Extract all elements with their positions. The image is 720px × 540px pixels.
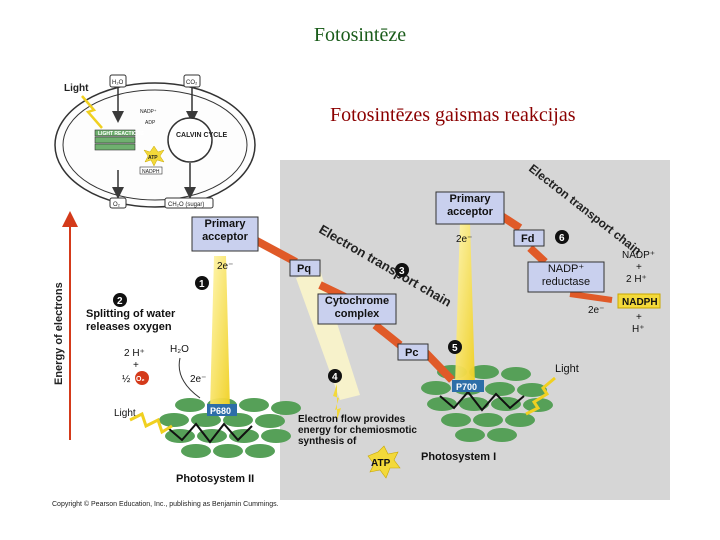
etc2-plus-2: + [636, 312, 642, 323]
fd-label: Fd [521, 233, 534, 245]
etc-arrow-6 [527, 245, 548, 265]
overview-calvin-cycle: CALVIN CYCLE [176, 132, 228, 139]
etc-arrow-3 [372, 321, 403, 349]
overview-o2: O₂ [113, 202, 121, 208]
etc2-h-plus: H⁺ [632, 324, 645, 335]
step-4-badge: 4 [328, 369, 342, 383]
ps2-excitation-beam [210, 256, 230, 410]
cytochrome-label: Cytochrome complex [324, 295, 390, 320]
slide-title: Fotosintēze [313, 24, 407, 46]
ps1-label: Photosystem I [421, 451, 496, 463]
ps2-o2: O₂ [136, 376, 145, 383]
svg-text:2: 2 [117, 296, 123, 307]
overview-light-label: Light [64, 83, 89, 94]
svg-text:6: 6 [559, 233, 565, 244]
ps2-2h: 2 H⁺ [124, 348, 145, 359]
energy-bolt-icon [333, 384, 341, 420]
ps1-primary-acceptor: Primary acceptor [447, 193, 493, 218]
nadp-reductase-label: NADP⁺ reductase [541, 263, 591, 288]
electron-flow-glow [296, 270, 360, 400]
etc2-2e: 2e⁻ [588, 305, 604, 316]
nadph-box [617, 293, 661, 309]
pc-box [397, 343, 429, 361]
p680-label: P680 [210, 406, 231, 416]
step-2-badge: 2 [113, 293, 127, 307]
overview-nadph: NADPH [142, 169, 160, 175]
ps2-light: Light [114, 408, 136, 419]
chloroplast-overview: Light H₂O CO₂ LIGHT REACTIONS CALVIN CYC… [54, 74, 256, 209]
overview-nadp: NADP⁺ [140, 109, 157, 115]
fd-box [513, 229, 545, 247]
ps2-primary-acceptor: Primary acceptor [202, 218, 248, 243]
etc-arrow-1 [253, 236, 298, 266]
cytochrome-box [317, 293, 397, 325]
step-3-badge: 3 [395, 263, 409, 277]
ps2-2e-top: 2e⁻ [217, 261, 233, 272]
atp-burst-icon [367, 445, 401, 479]
overview-light-reactions: LIGHT REACTIONS [98, 131, 144, 137]
step-5-badge: 5 [448, 340, 462, 354]
pq-label: Pq [297, 263, 311, 275]
ps1-primary-acceptor-box [435, 191, 505, 225]
water-arrow [178, 357, 201, 399]
etc-arrow-4 [422, 349, 455, 383]
nadp-reductase-box [527, 261, 605, 293]
ps2-h2o: H₂O [170, 344, 189, 355]
etc2-plus-1: + [636, 262, 642, 273]
etc2-2h: 2 H⁺ [626, 274, 647, 285]
nadp-plus-input: NADP⁺ [622, 250, 655, 261]
ps2-half: ½ [122, 374, 131, 385]
ps2-light-wave [129, 411, 173, 435]
slide-subtitle: Fotosintēzes gaismas reakcijas [330, 104, 576, 126]
pq-box [289, 259, 321, 277]
step-1-badge: 1 [195, 276, 209, 290]
svg-text:5: 5 [452, 343, 458, 354]
atp-note: Electron flow provides energy for chemio… [298, 414, 417, 447]
p680-badge [207, 404, 237, 416]
ps2-plus: + [133, 360, 139, 371]
pc-label: Pc [405, 347, 418, 359]
overview-h2o: H₂O [112, 80, 124, 86]
svg-text:4: 4 [332, 372, 338, 383]
ps2-label: Photosystem II [176, 473, 254, 485]
svg-text:1: 1 [199, 279, 205, 290]
water-splitting-text: Splitting of water releases oxygen [86, 308, 176, 333]
reductase-arrow [569, 291, 613, 303]
ps1-2e: 2e⁻ [456, 234, 472, 245]
ps2-2e: 2e⁻ [190, 374, 206, 385]
step-6-badge: 6 [555, 230, 569, 244]
overview-co2: CO₂ [186, 80, 198, 86]
o2-molecule-icon [135, 371, 149, 385]
nadph-label: NADPH [622, 297, 658, 308]
overview-adp: ADP [145, 120, 156, 126]
ps1-light: Light [555, 363, 579, 375]
svg-text:3: 3 [399, 266, 405, 277]
overview-atp: ATP [148, 155, 158, 161]
copyright-notice: Copyright © Pearson Education, Inc., pub… [52, 501, 279, 508]
energy-axis: Energy of electrons [53, 211, 78, 440]
overview-sugar: CH₂O (sugar) [168, 202, 204, 208]
ps1-light-wave [525, 376, 556, 416]
p700-badge [452, 380, 484, 392]
ps2-primary-acceptor-box [191, 216, 259, 252]
p700-label: P700 [456, 382, 477, 392]
atp-label: ATP [371, 458, 391, 469]
energy-axis-label: Energy of electrons [53, 282, 65, 385]
